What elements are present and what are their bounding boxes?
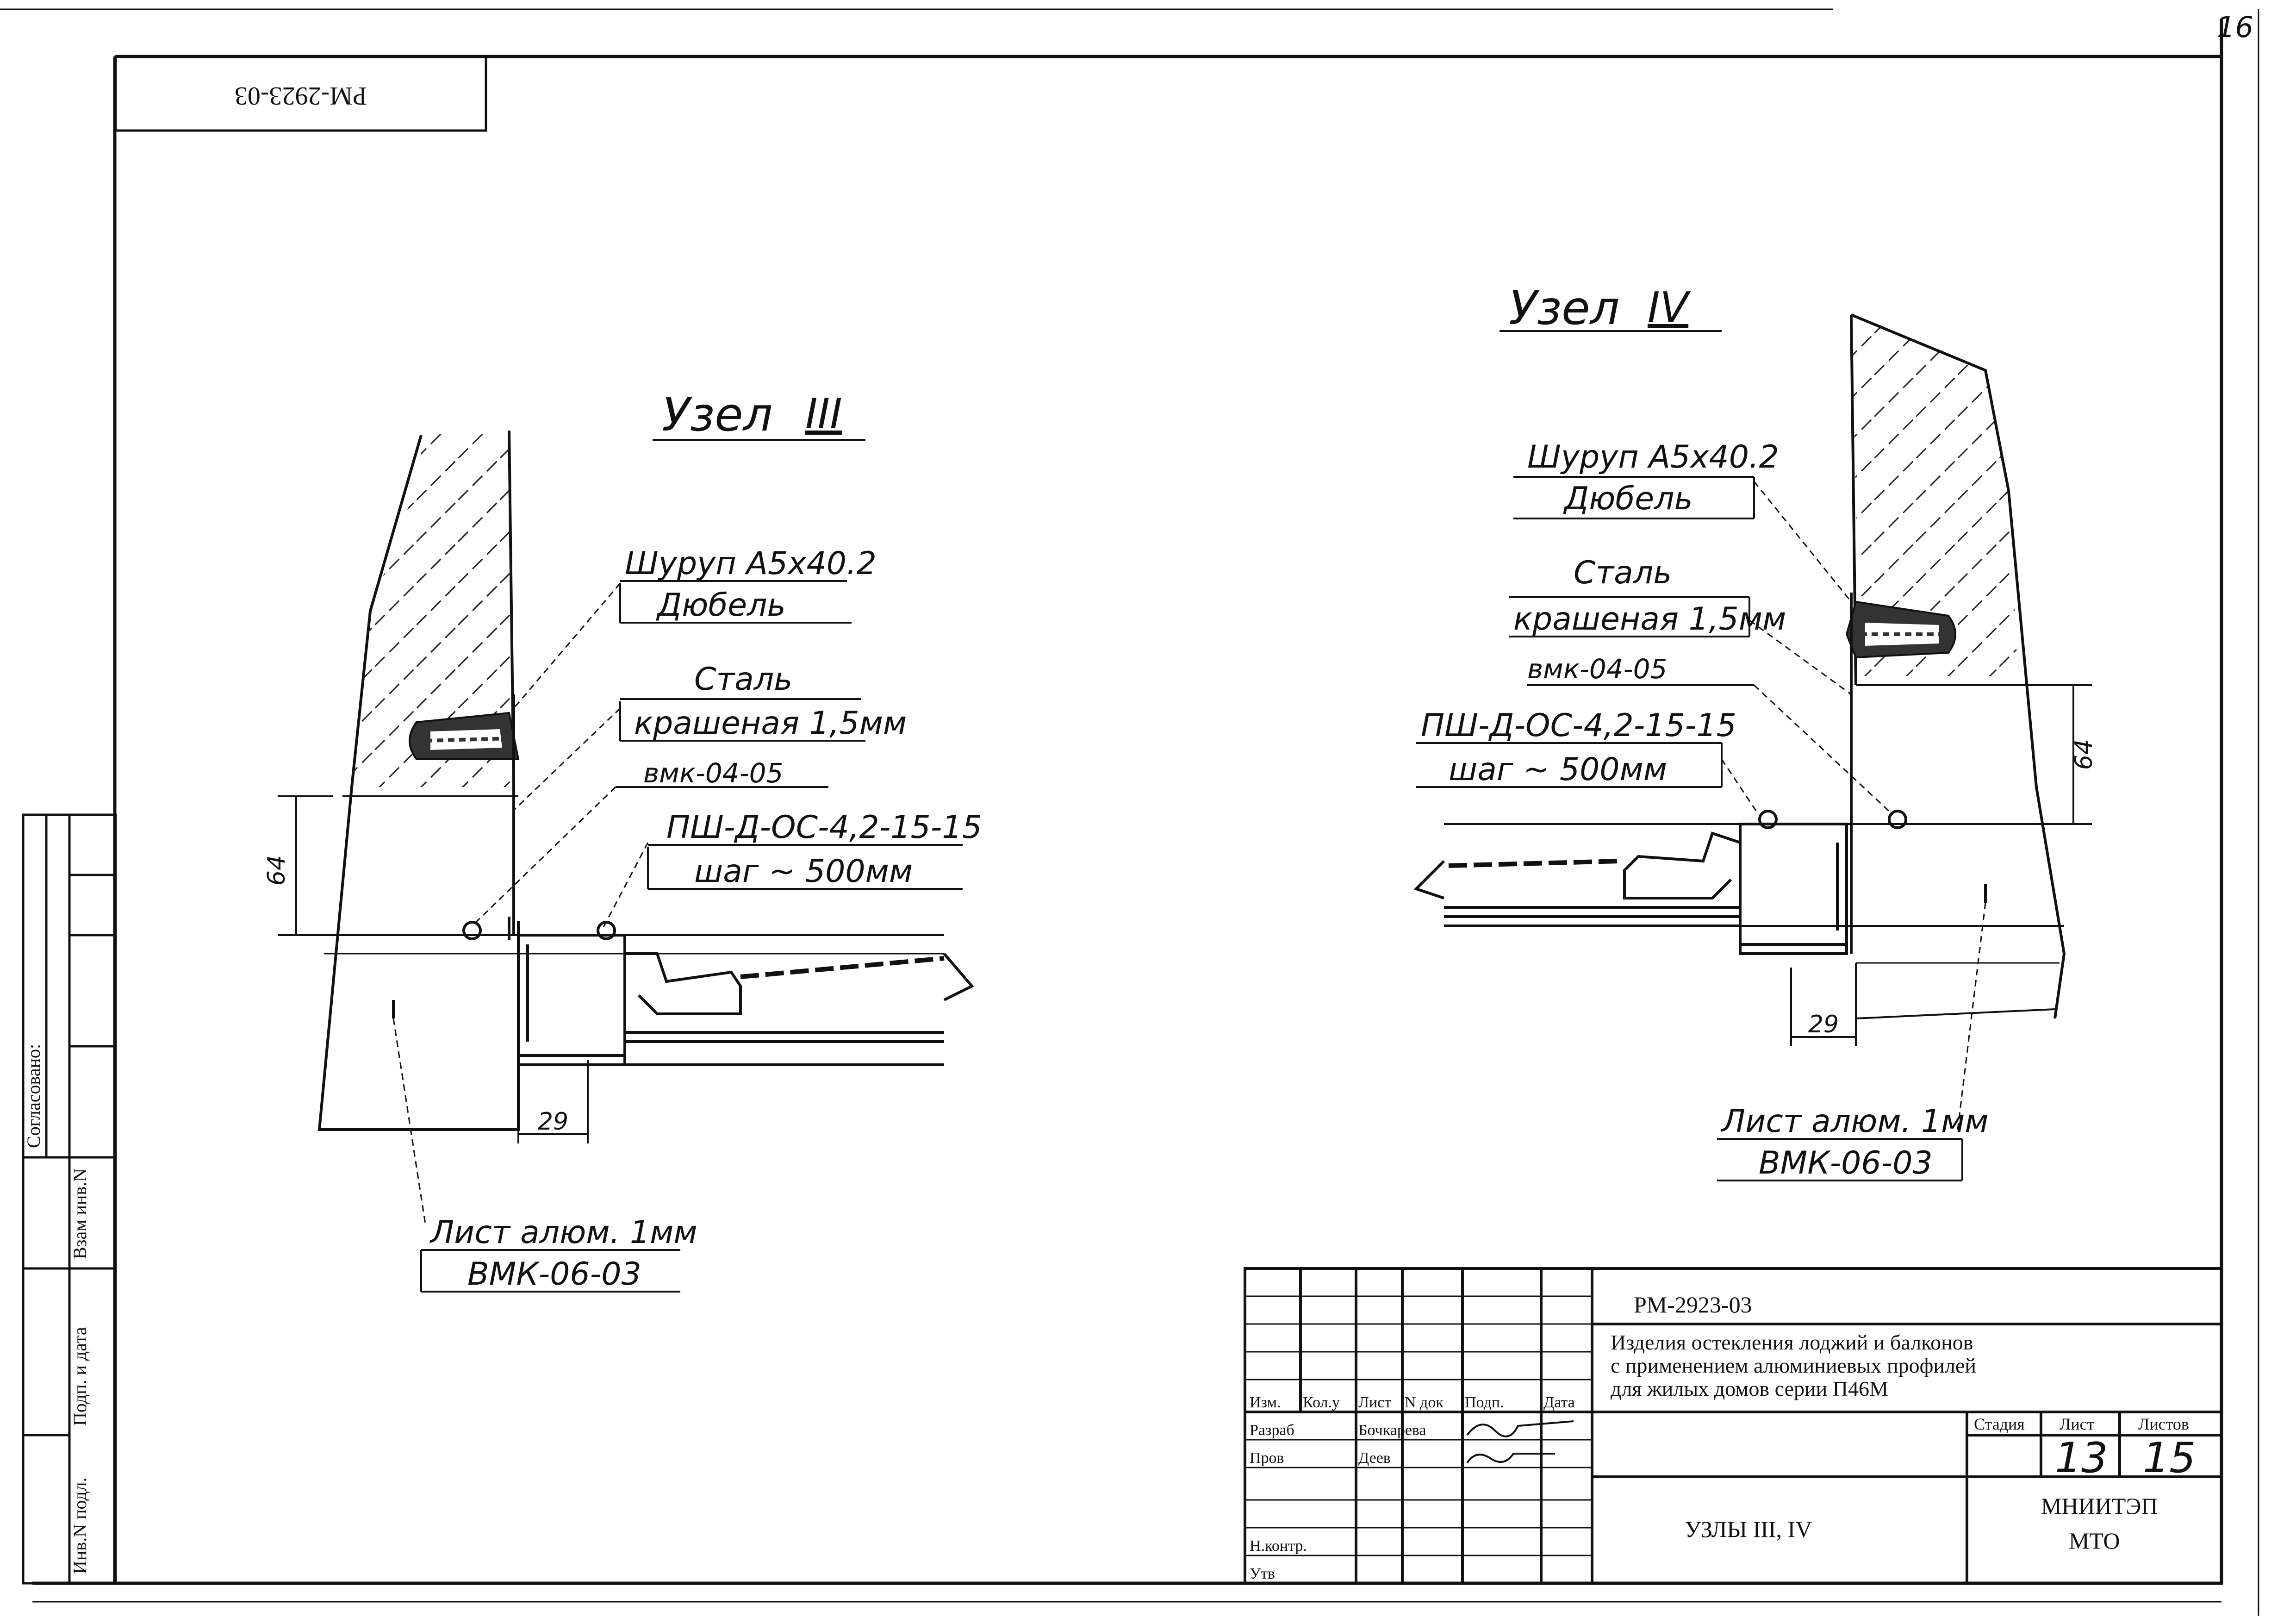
tb-org-2: МТО: [2069, 1528, 2120, 1554]
node-iv-dim-64: 64: [2070, 739, 2098, 770]
node-iv-title: Узел: [1509, 281, 1620, 335]
tb-razrab-name: Бочкарева: [1358, 1422, 1426, 1439]
title-block-code: РМ-2923-03: [1634, 1292, 1752, 1318]
node-iv-painted: крашеная 1,5мм: [1513, 601, 1786, 637]
node-iii-sheet: Лист алюм. 1мм: [429, 1214, 697, 1251]
tb-v-sheet: 13: [2055, 1434, 2108, 1482]
signatures: [1466, 1420, 1574, 1464]
node-iii-roman: III: [805, 390, 842, 438]
side-stamp-podp-data: Подп. и дата: [69, 1327, 90, 1426]
node-iii-screw: Шуруп А5х40.2: [625, 545, 877, 582]
tb-razrab: Разраб: [1250, 1422, 1294, 1439]
node-iii-vmk0603: ВМК-06-03: [467, 1256, 641, 1293]
node-iv-dowel: Дюбель: [1563, 481, 1693, 517]
node-iii-profile: [462, 694, 974, 1066]
node-iii-dowel: Дюбель: [656, 587, 786, 624]
node-iv-dims: [1790, 684, 2092, 1046]
node-iii-leaders: [392, 583, 649, 1227]
tb-h-sheets: Листов: [2138, 1415, 2189, 1433]
node-iv-psh: ПШ-Д-ОС-4,2-15-15: [1421, 707, 1736, 744]
tb-h-izm: Изм.: [1250, 1394, 1281, 1411]
tb-v-sheets: 15: [2143, 1434, 2196, 1482]
tb-nkontr: Н.контр.: [1250, 1537, 1307, 1555]
node-iv-step: шаг ~ 500мм: [1449, 751, 1667, 788]
node-iii-dims: [278, 795, 589, 1143]
tb-h-sheet: Лист: [2060, 1415, 2095, 1433]
side-stamp-vzam: Взам инв.N: [69, 1168, 90, 1259]
tb-sheet-title: УЗЛЫ III, IV: [1685, 1516, 1812, 1542]
node-iii-painted: крашеная 1,5мм: [634, 705, 907, 742]
node-iv-label-lines: [1416, 330, 1963, 1181]
title-block-left-grid: [1245, 1268, 1592, 1583]
sheet-number-corner: 16: [2217, 10, 2253, 44]
title-block-product-1: Изделия остекления лоджий и балконов: [1611, 1330, 1973, 1354]
node-iv-leaders: [1721, 481, 1986, 1130]
tb-prov: Пров: [1250, 1449, 1284, 1467]
tb-org-1: МНИИТЭП: [2041, 1493, 2158, 1519]
tb-h-kol: Кол.у: [1303, 1394, 1340, 1411]
node-iv-profile: [1413, 593, 1907, 955]
tb-h-stage: Стадия: [1974, 1415, 2025, 1433]
node-iv-wall: [1444, 313, 2066, 1019]
node-iv-vmk0603: ВМК-06-03: [1759, 1145, 1933, 1181]
node-iii-title: Узел: [662, 387, 773, 442]
node-iv-dim-29: 29: [1808, 1011, 1839, 1038]
node-iii-step: шаг ~ 500мм: [694, 853, 913, 890]
top-stamp-rotated: РМ-2923-03: [235, 81, 367, 110]
node-iv-sheet: Лист алюм. 1мм: [1720, 1103, 1989, 1140]
node-iv-screw: Шуруп А5х40.2: [1527, 439, 1779, 475]
node-iii-dowel: [409, 712, 520, 760]
node-iii-dim-29: 29: [538, 1108, 568, 1136]
tb-h-ndok: N док: [1405, 1394, 1444, 1411]
tb-h-podp: Подп.: [1465, 1394, 1504, 1411]
node-iii-psh: ПШ-Д-ОС-4,2-15-15: [666, 809, 982, 846]
node-iv-steel: Сталь: [1574, 555, 1672, 591]
node-iii-dim-64: 64: [263, 855, 291, 886]
title-block-product-3: для жилых домов серии П46М: [1611, 1377, 1888, 1400]
node-iii-vmk0405: вмк-04-05: [643, 757, 783, 789]
tb-h-data: Дата: [1543, 1394, 1575, 1411]
node-iv-dowel: [1845, 600, 1956, 659]
side-stamp: [22, 813, 117, 1585]
tb-prov-name: Деев: [1358, 1449, 1391, 1467]
node-iv-vmk0405: вмк-04-05: [1527, 653, 1667, 685]
tb-h-list: Лист: [1358, 1394, 1391, 1411]
title-block-grid: [1244, 1267, 2223, 1585]
node-iii-label-lines: [420, 439, 963, 1293]
title-block-product-2: с применением алюминиевых профилей: [1611, 1354, 1976, 1377]
side-stamp-agreed: Согласовано:: [23, 1044, 44, 1148]
side-stamp-inv-podl: Инв.N подл.: [69, 1477, 90, 1574]
node-iv-roman: IV: [1648, 283, 1691, 332]
node-iii-wall: [287, 430, 944, 1131]
tb-utv: Утв: [1250, 1565, 1275, 1582]
node-iii-steel: Сталь: [694, 661, 792, 698]
